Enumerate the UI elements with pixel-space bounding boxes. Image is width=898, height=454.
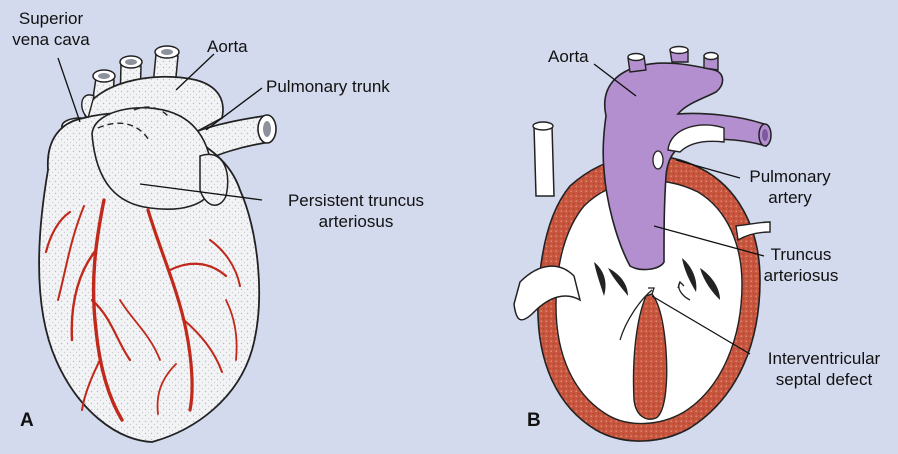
label-truncus-b-line2: arteriosus [758, 265, 844, 286]
label-pulmonary-artery: Pulmonary artery [742, 166, 838, 208]
label-truncus-b-line1: Truncus [758, 244, 844, 265]
label-pulm-line2: artery [742, 187, 838, 208]
label-vsd: Interventricular septal defect [752, 348, 896, 390]
right-auricle [200, 154, 228, 205]
label-truncus-a-line2: arteriosus [266, 211, 446, 232]
panel-letter-b: B [527, 410, 541, 432]
label-pulm-line1: Pulmonary [742, 166, 838, 187]
label-truncus-b: Truncus arteriosus [758, 244, 844, 286]
label-svc-line1: Superior [2, 8, 100, 29]
label-vsd-line1: Interventricular [752, 348, 896, 369]
svc-section-b [534, 126, 554, 196]
panel-letter-a: A [20, 410, 34, 432]
label-truncus-a: Persistent truncus arteriosus [266, 190, 446, 232]
heart-section-b [514, 47, 771, 442]
leader-svc [58, 58, 80, 122]
label-svc-line2: vena cava [2, 29, 100, 50]
label-vsd-line2: septal defect [752, 369, 896, 390]
label-pulmonary-trunk: Pulmonary trunk [266, 76, 390, 97]
label-svc: Superior vena cava [2, 8, 100, 50]
label-truncus-a-line1: Persistent truncus [266, 190, 446, 211]
label-aorta-a: Aorta [207, 36, 248, 57]
pulmonary-orifice [653, 151, 663, 169]
label-aorta-b: Aorta [548, 46, 589, 67]
